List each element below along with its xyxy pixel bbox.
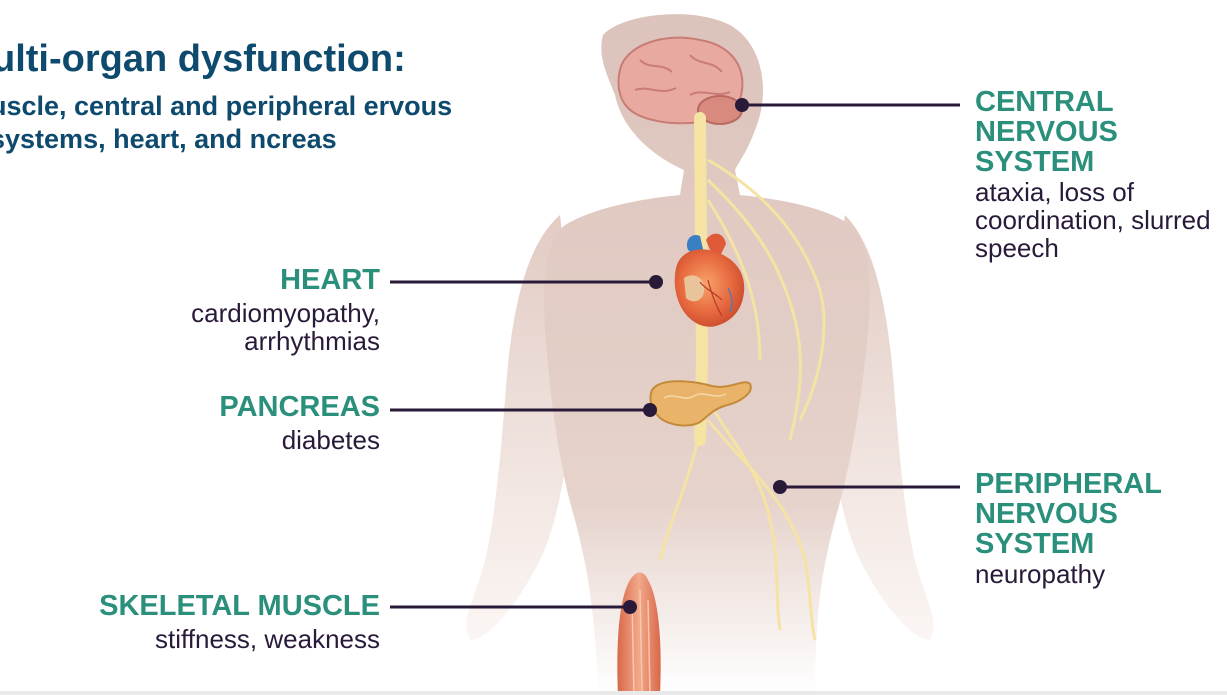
label-pancreas-name: PANCREAS	[219, 393, 380, 423]
diagram-title: ulti-organ dysfunction:	[0, 38, 406, 81]
label-cns: CENTRAL NERVOUS SYSTEM ataxia, loss of c…	[975, 88, 1227, 262]
label-heart-name: HEART	[180, 266, 380, 296]
label-pancreas: PANCREAS diabetes	[219, 393, 380, 454]
label-cns-desc: ataxia, loss of coordination, slurred sp…	[975, 178, 1227, 262]
diagram-subtitle: uscle, central and peripheral ervous sys…	[0, 90, 510, 157]
label-skeletal-muscle-desc: stiffness, weakness	[99, 625, 380, 653]
label-pancreas-desc: diabetes	[219, 426, 380, 454]
label-pns-name: PERIPHERAL NERVOUS SYSTEM	[975, 470, 1225, 560]
label-pns-desc: neuropathy	[975, 560, 1225, 588]
label-heart: HEART cardiomyopathy, arrhythmias	[180, 266, 380, 355]
brain-icon	[619, 38, 743, 124]
label-heart-desc: cardiomyopathy, arrhythmias	[180, 299, 380, 355]
label-pns: PERIPHERAL NERVOUS SYSTEM neuropathy	[975, 470, 1225, 588]
bottom-divider	[0, 691, 1227, 695]
label-cns-name: CENTRAL NERVOUS SYSTEM	[975, 88, 1195, 178]
label-skeletal-muscle-name: SKELETAL MUSCLE	[99, 592, 380, 622]
label-skeletal-muscle: SKELETAL MUSCLE stiffness, weakness	[99, 592, 380, 653]
